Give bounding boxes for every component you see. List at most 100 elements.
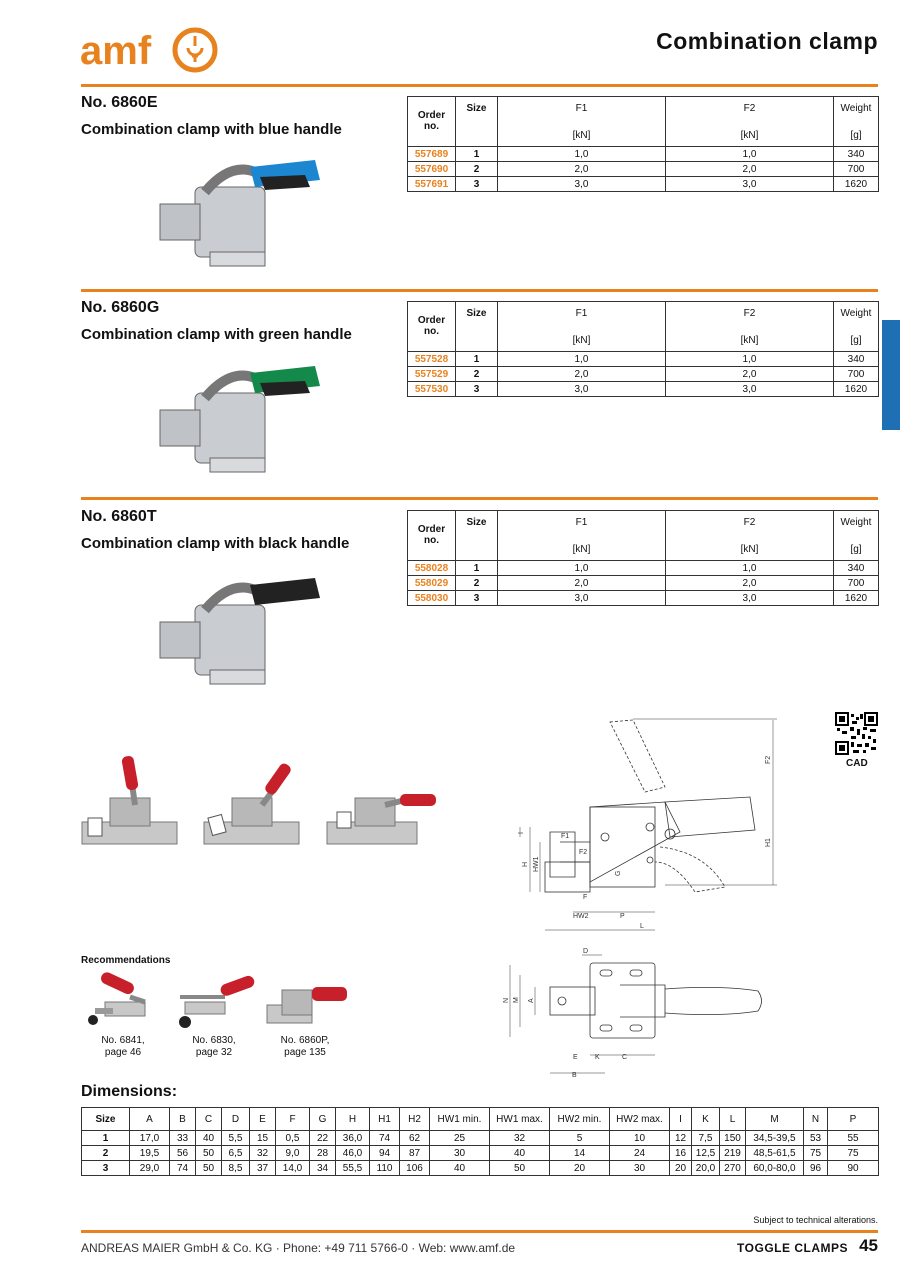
product-image-green (159, 366, 320, 473)
svg-text:M: M (513, 997, 520, 1003)
section-name: TOGGLE CLAMPS (737, 1241, 848, 1255)
dimension-cell: 7,5 (691, 1130, 720, 1146)
dimension-cell: 1 (81, 1130, 130, 1146)
dimension-cell: 60,0-80,0 (745, 1160, 804, 1176)
svg-text:HW1: HW1 (533, 856, 540, 872)
product-number: No. 6860T (81, 508, 157, 525)
dimension-cell: 32 (489, 1130, 550, 1146)
dimension-cell: 50 (195, 1160, 222, 1176)
recommendation-caption[interactable]: No. 6830,page 32 (192, 1035, 236, 1058)
handle (250, 578, 320, 605)
dimension-cell: 90 (827, 1160, 879, 1176)
qr-code-icon[interactable] (835, 712, 878, 755)
dimension-cell: 87 (399, 1145, 430, 1161)
dimension-cell: 219 (719, 1145, 746, 1161)
product-number: No. 6860E (81, 94, 158, 111)
product-image-black (159, 578, 320, 685)
svg-text:H: H (522, 862, 529, 867)
dimension-cell: 3 (81, 1160, 130, 1176)
svg-text:G: G (615, 871, 622, 876)
svg-text:A: A (528, 998, 535, 1003)
dimension-cell: 20,0 (691, 1160, 720, 1176)
dimension-cell: 2 (81, 1145, 130, 1161)
order-link[interactable]: 557689 (407, 146, 456, 162)
order-link[interactable]: 558028 (407, 560, 456, 576)
dimension-cell: 96 (803, 1160, 828, 1176)
dimension-cell: 5,5 (221, 1130, 250, 1146)
section-divider (81, 289, 878, 292)
recommendation-image-6830[interactable] (170, 972, 255, 1034)
cad-label: CAD (846, 758, 868, 769)
svg-text:amf: amf (80, 29, 152, 73)
dimension-cell: 16 (669, 1145, 692, 1161)
recommendation-image-6860p[interactable] (262, 975, 352, 1030)
product-number: No. 6860G (81, 299, 160, 316)
dimension-cell: 53 (803, 1130, 828, 1146)
product-description: Combination clamp with green handle (81, 326, 352, 343)
dimension-cell: 40 (195, 1130, 222, 1146)
svg-text:F: F (583, 894, 587, 901)
product-description: Combination clamp with black handle (81, 535, 350, 552)
disclaimer: Subject to technical alterations. (753, 1215, 878, 1225)
technical-drawing-top: D N M A E K C B (503, 948, 762, 1079)
dimension-cell: 50 (489, 1160, 550, 1176)
order-link[interactable]: 557528 (407, 351, 456, 367)
dimension-cell: 14,0 (275, 1160, 310, 1176)
order-link[interactable]: 557529 (407, 366, 456, 382)
dimension-cell: 74 (369, 1130, 400, 1146)
recommendation-caption[interactable]: No. 6841,page 46 (101, 1035, 145, 1058)
svg-text:HW2: HW2 (573, 913, 589, 920)
svg-text:D: D (583, 948, 588, 955)
dimension-cell: 55 (827, 1130, 879, 1146)
dimension-cell: 24 (609, 1145, 670, 1161)
order-link[interactable]: 557690 (407, 161, 456, 177)
recommendation-caption[interactable]: No. 6860P,page 135 (280, 1035, 330, 1058)
dimension-cell: 14 (549, 1145, 610, 1161)
svg-text:H1: H1 (765, 838, 772, 847)
header-divider (81, 84, 878, 87)
operation-illustrations (81, 756, 436, 845)
order-link[interactable]: 558029 (407, 575, 456, 591)
dimension-cell: 8,5 (221, 1160, 250, 1176)
order-link[interactable]: 557530 (407, 381, 456, 397)
order-link[interactable]: 558030 (407, 590, 456, 606)
dimension-cell: 40 (489, 1145, 550, 1161)
technical-drawing-side: F2 H1 I F1 F2 H HW1 G F HW2 P L (518, 718, 777, 931)
dimension-cell: 36,0 (335, 1130, 370, 1146)
dimension-cell: 12,5 (691, 1145, 720, 1161)
product-image-blue (159, 160, 320, 267)
dimension-cell: 48,5-61,5 (745, 1145, 804, 1161)
svg-text:F2: F2 (579, 849, 587, 856)
dimension-cell: 75 (827, 1145, 879, 1161)
chapter-tab[interactable] (882, 320, 900, 430)
recommendation-image-6841[interactable] (85, 972, 165, 1034)
dimension-cell: 110 (369, 1160, 400, 1176)
dimension-cell: 50 (195, 1145, 222, 1161)
dimension-cell: 33 (169, 1130, 196, 1146)
amf-logo: amf (80, 27, 218, 73)
svg-text:L: L (640, 923, 644, 930)
dimension-cell: 46,0 (335, 1145, 370, 1161)
dimension-cell: 30 (429, 1145, 490, 1161)
dimension-cell: 40 (429, 1160, 490, 1176)
dimension-cell: 55,5 (335, 1160, 370, 1176)
dimension-cell: 12 (669, 1130, 692, 1146)
product-description: Combination clamp with blue handle (81, 121, 342, 138)
order-link[interactable]: 557691 (407, 176, 456, 192)
svg-text:K: K (595, 1054, 600, 1061)
dimension-cell: 34 (309, 1160, 336, 1176)
company-info: ANDREAS MAIER GmbH & Co. KG · Phone: +49… (81, 1241, 516, 1255)
dimension-cell: 270 (719, 1160, 746, 1176)
dimension-cell: 0,5 (275, 1130, 310, 1146)
dimension-cell: 28 (309, 1145, 336, 1161)
